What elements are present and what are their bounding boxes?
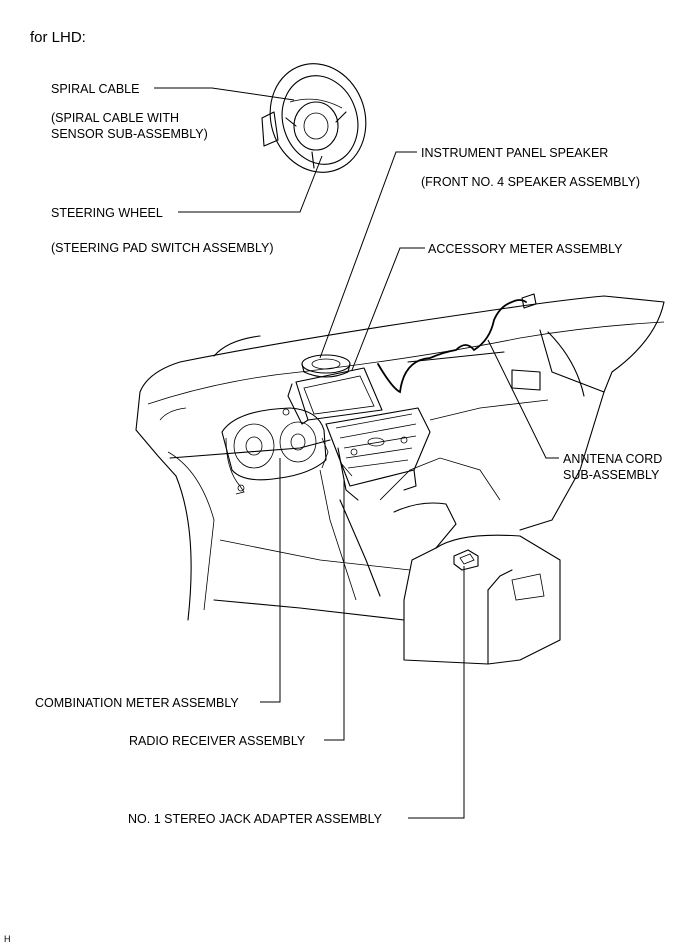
- antenna-cord-drawing: [377, 293, 537, 394]
- steering-wheel-label: STEERING WHEEL: [51, 206, 163, 220]
- spiral-cable-subassembly-label-line2: SENSOR SUB-ASSEMBLY): [51, 127, 208, 141]
- combination-meter-label: COMBINATION METER ASSEMBLY: [35, 696, 239, 710]
- instrument-panel-speaker-label: INSTRUMENT PANEL SPEAKER: [421, 146, 609, 160]
- figure-reference-code: H: [4, 934, 11, 944]
- radio-receiver-label: RADIO RECEIVER ASSEMBLY: [129, 734, 306, 748]
- antenna-cord-label-line1: ANNTENA CORD: [563, 452, 663, 466]
- accessory-meter-drawing: [287, 367, 383, 425]
- instrument-panel-speaker-drawing: [301, 354, 351, 378]
- dashboard-drawing: [135, 295, 665, 665]
- leader-lines: [154, 87, 559, 819]
- radio-receiver-drawing: [325, 407, 431, 501]
- diagram-scope-label: for LHD:: [30, 29, 86, 46]
- stereo-jack-drawing: [453, 549, 479, 571]
- accessory-meter-label: ACCESSORY METER ASSEMBLY: [428, 242, 623, 256]
- stereo-jack-adapter-label: NO. 1 STEREO JACK ADAPTER ASSEMBLY: [128, 812, 383, 826]
- combination-meter-drawing: [221, 407, 329, 495]
- antenna-cord-label-line2: SUB-ASSEMBLY: [563, 468, 660, 482]
- spiral-cable-label: SPIRAL CABLE: [51, 82, 140, 96]
- steering-wheel-drawing: [261, 63, 367, 173]
- front-no4-speaker-label: (FRONT NO. 4 SPEAKER ASSEMBLY): [421, 175, 641, 189]
- steering-pad-switch-label: (STEERING PAD SWITCH ASSEMBLY): [51, 241, 274, 255]
- spiral-cable-subassembly-label-line1: (SPIRAL CABLE WITH: [51, 111, 180, 125]
